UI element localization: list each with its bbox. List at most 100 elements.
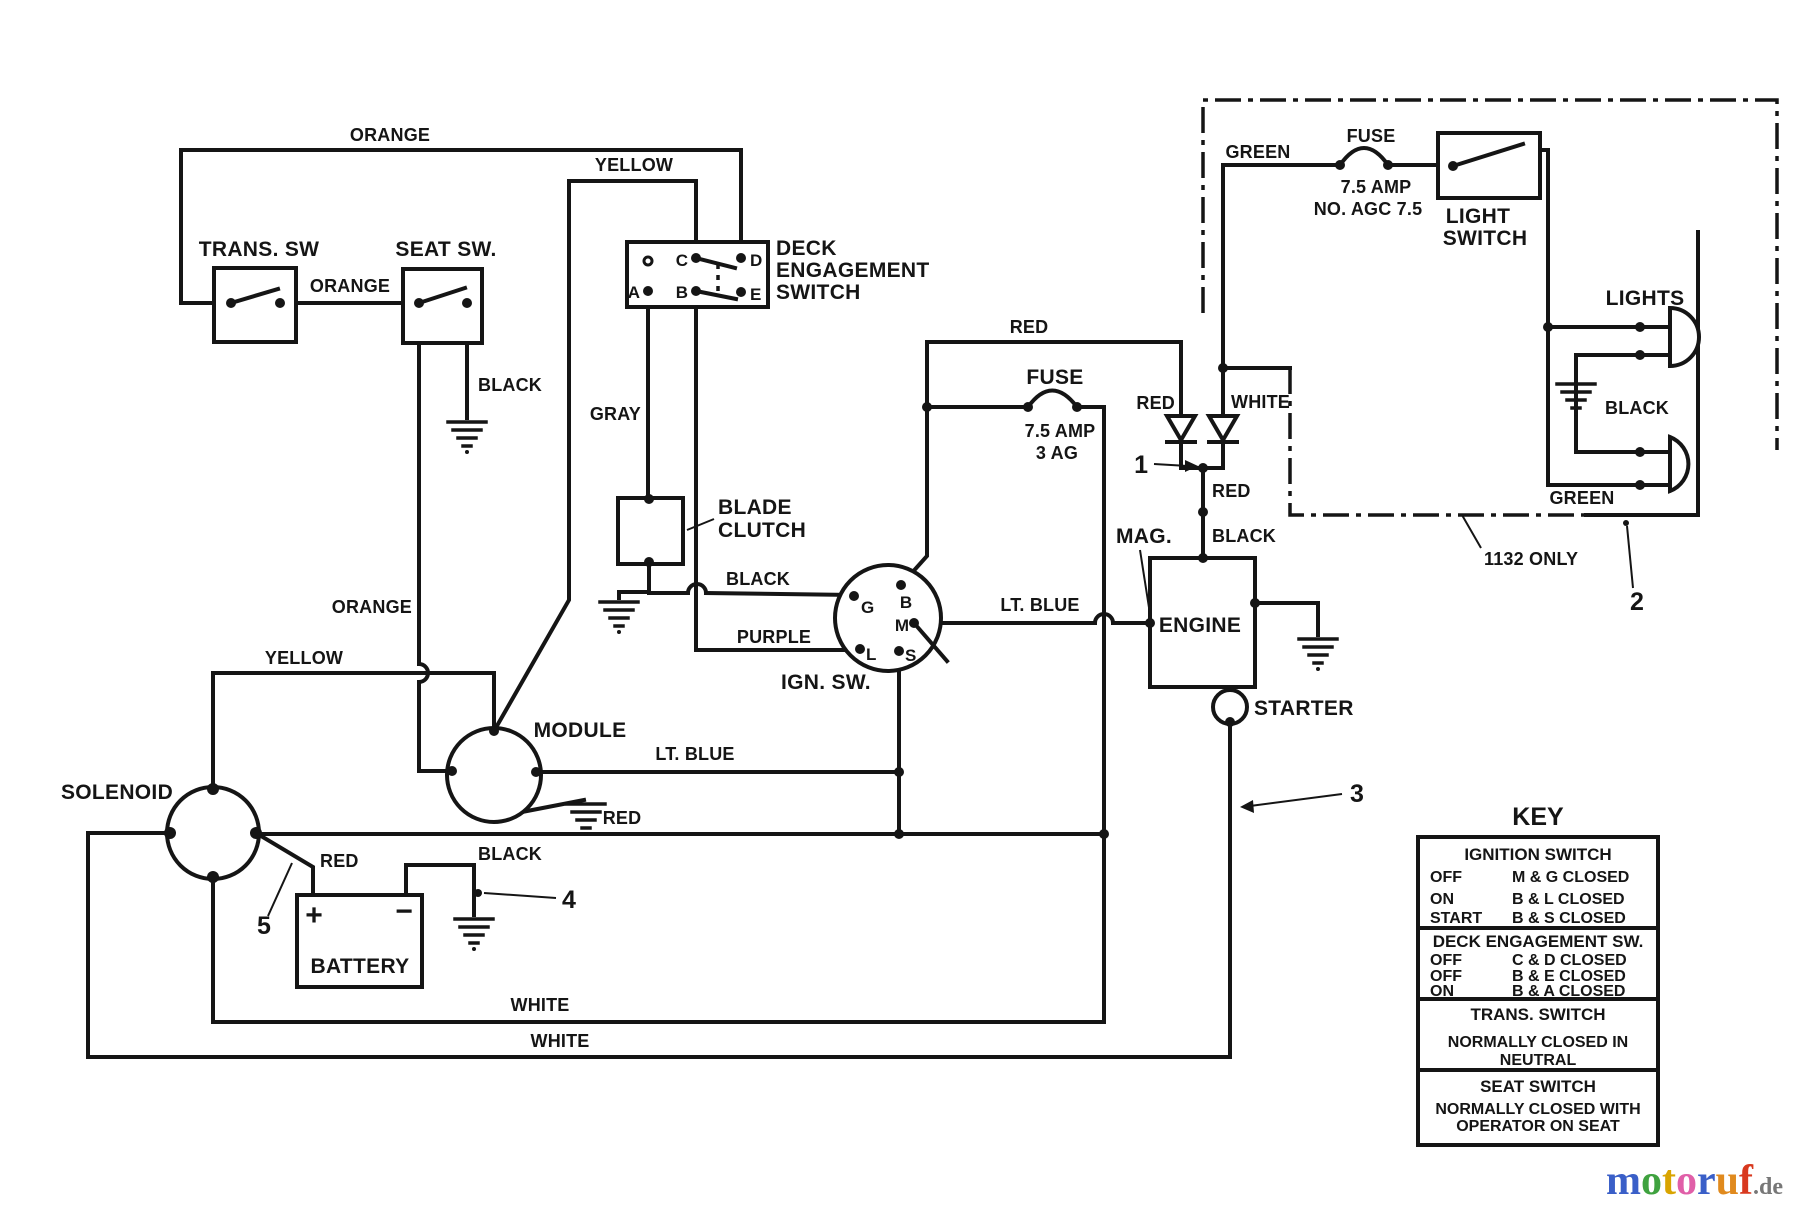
ground-engine-icon bbox=[1297, 637, 1339, 673]
deck-switch-label-1: DECK bbox=[776, 237, 837, 260]
wire-label-black-seat: BLACK bbox=[478, 375, 542, 395]
key-ignition-row-mode: OFF bbox=[1430, 869, 1462, 886]
key-ignition-header: IGNITION SWITCH bbox=[1464, 845, 1611, 864]
solenoid-label: SOLENOID bbox=[61, 781, 173, 804]
wire-label-white-lower: WHITE bbox=[531, 1031, 590, 1051]
module-label: MODULE bbox=[534, 719, 627, 742]
ign-terminal-l: L bbox=[866, 645, 876, 664]
ign-terminal-s: S bbox=[905, 646, 916, 665]
blade-clutch-label-2: CLUTCH bbox=[718, 519, 806, 542]
fuse-main-part: 3 AG bbox=[1036, 443, 1078, 463]
blade-clutch-label-1: BLADE bbox=[718, 496, 792, 519]
wire-label-white-upper: WHITE bbox=[511, 995, 570, 1015]
wire-label-green-lamp: GREEN bbox=[1549, 488, 1614, 508]
light-switch-label-1: LIGHT bbox=[1446, 205, 1511, 228]
solenoid bbox=[164, 783, 262, 883]
key-ignition-row-mode: START bbox=[1430, 910, 1482, 927]
light-switch bbox=[1436, 131, 1542, 200]
key-deck-row-mode: OFF bbox=[1430, 952, 1462, 969]
wire-label-black-battery: BLACK bbox=[478, 844, 542, 864]
key-ignition-row-state: M & G CLOSED bbox=[1512, 869, 1629, 886]
wire-label-black-mag: BLACK bbox=[1212, 526, 1276, 546]
fuse-light-rating: 7.5 AMP bbox=[1341, 177, 1412, 197]
battery-minus-label: − bbox=[395, 895, 413, 928]
callout-1: 1 bbox=[1134, 451, 1148, 479]
wire-label-red-solenoid: RED bbox=[603, 808, 642, 828]
fuse-light-part: NO. AGC 7.5 bbox=[1314, 199, 1423, 219]
watermark-suffix: .de bbox=[1753, 1174, 1783, 1200]
lamp-top-icon bbox=[1668, 305, 1701, 369]
wire-green-fuse-lightswitch bbox=[1337, 146, 1442, 168]
key-seat-line2: OPERATOR ON SEAT bbox=[1456, 1118, 1620, 1135]
junction-dots bbox=[474, 160, 1645, 897]
deck-engagement-switch bbox=[625, 240, 770, 309]
wire-label-red-battery: RED bbox=[320, 851, 359, 871]
callout-2: 2 bbox=[1630, 588, 1644, 616]
wire-lights-feed bbox=[1538, 148, 1672, 487]
lights-label: LIGHTS bbox=[1606, 287, 1685, 310]
ignition-switch bbox=[833, 563, 950, 673]
wire-red-ign-b bbox=[898, 340, 1183, 588]
callout-4: 4 bbox=[562, 886, 576, 914]
trans-switch bbox=[212, 266, 298, 344]
key-table: KEY IGNITION SWITCH OFF M & G CLOSED ON … bbox=[1416, 803, 1660, 1147]
wire-label-lt-blue-ign: LT. BLUE bbox=[1000, 595, 1079, 615]
key-deck-row-state: B & A CLOSED bbox=[1512, 983, 1625, 1000]
deck-terminal-e: E bbox=[750, 285, 761, 304]
wire-lt-blue-ign-engine bbox=[912, 612, 1152, 626]
wire-black-clutch-ign bbox=[617, 562, 855, 600]
callout-3: 3 bbox=[1350, 780, 1364, 808]
wire-white-green-riser bbox=[1221, 163, 1342, 418]
wire-label-purple: PURPLE bbox=[737, 627, 811, 647]
key-trans-line1: NORMALLY CLOSED IN bbox=[1448, 1034, 1628, 1051]
wire-purple bbox=[694, 289, 860, 652]
ground-clutch-icon bbox=[598, 600, 640, 636]
wire-white-upper bbox=[211, 875, 1106, 1024]
key-trans-header: TRANS. SWITCH bbox=[1470, 1005, 1605, 1024]
wire-label-green-fuse: GREEN bbox=[1225, 142, 1290, 162]
wire-yellow-bottom bbox=[211, 671, 496, 791]
ignition-switch-label: IGN. SW. bbox=[781, 671, 871, 694]
wire-orange-top bbox=[179, 148, 743, 305]
key-deck-row-state: C & D CLOSED bbox=[1512, 952, 1627, 969]
ground-seat-icon bbox=[446, 420, 488, 456]
watermark-logo: motoruf.de bbox=[1606, 1158, 1783, 1204]
wire-white-lower bbox=[86, 831, 1232, 1059]
diode-red-icon bbox=[1163, 414, 1199, 444]
ign-terminal-g: G bbox=[861, 598, 874, 617]
wire-yellow-top bbox=[491, 179, 698, 734]
ign-terminal-m: M bbox=[895, 616, 909, 635]
wire-label-lt-blue-module: LT. BLUE bbox=[655, 744, 734, 764]
wire-label-red-ign: RED bbox=[1010, 317, 1049, 337]
battery-label: BATTERY bbox=[311, 955, 410, 978]
battery bbox=[295, 893, 424, 989]
deck-terminal-b: B bbox=[676, 283, 688, 302]
deck-switch-label-3: SWITCH bbox=[776, 281, 861, 304]
lamp-bottom-icon bbox=[1668, 434, 1691, 494]
key-seat-header: SEAT SWITCH bbox=[1480, 1077, 1596, 1096]
fuse-main-rating: 7.5 AMP bbox=[1025, 421, 1096, 441]
trans-switch-label: TRANS. SW bbox=[199, 238, 320, 261]
key-ignition-row-state: B & L CLOSED bbox=[1512, 891, 1625, 908]
seat-switch-label: SEAT SW. bbox=[395, 238, 496, 261]
wire-label-black-lights: BLACK bbox=[1605, 398, 1669, 418]
wire-label-yellow-top: YELLOW bbox=[595, 155, 673, 175]
wire-label-white-diode: WHITE bbox=[1231, 392, 1290, 412]
callout-5: 5 bbox=[257, 912, 271, 940]
wire-label-gray: GRAY bbox=[590, 404, 641, 424]
module bbox=[445, 726, 543, 824]
wire-module-ground bbox=[519, 797, 587, 815]
wire-engine-ground bbox=[1253, 601, 1320, 637]
mag-label: MAG. bbox=[1116, 525, 1172, 548]
deck-terminal-a: A bbox=[628, 283, 640, 302]
wire-lt-blue-module bbox=[534, 649, 901, 836]
wire-label-red-diode: RED bbox=[1136, 393, 1175, 413]
diode-white-icon bbox=[1205, 414, 1241, 444]
ground-module-icon bbox=[565, 802, 607, 838]
wire-label-orange-drop: ORANGE bbox=[332, 597, 412, 617]
wire-label-black-clutch: BLACK bbox=[726, 569, 790, 589]
key-seat-line1: NORMALLY CLOSED WITH bbox=[1435, 1101, 1640, 1118]
fuse-main-name: FUSE bbox=[1026, 366, 1083, 389]
wire-orange-seat-module bbox=[416, 301, 454, 773]
